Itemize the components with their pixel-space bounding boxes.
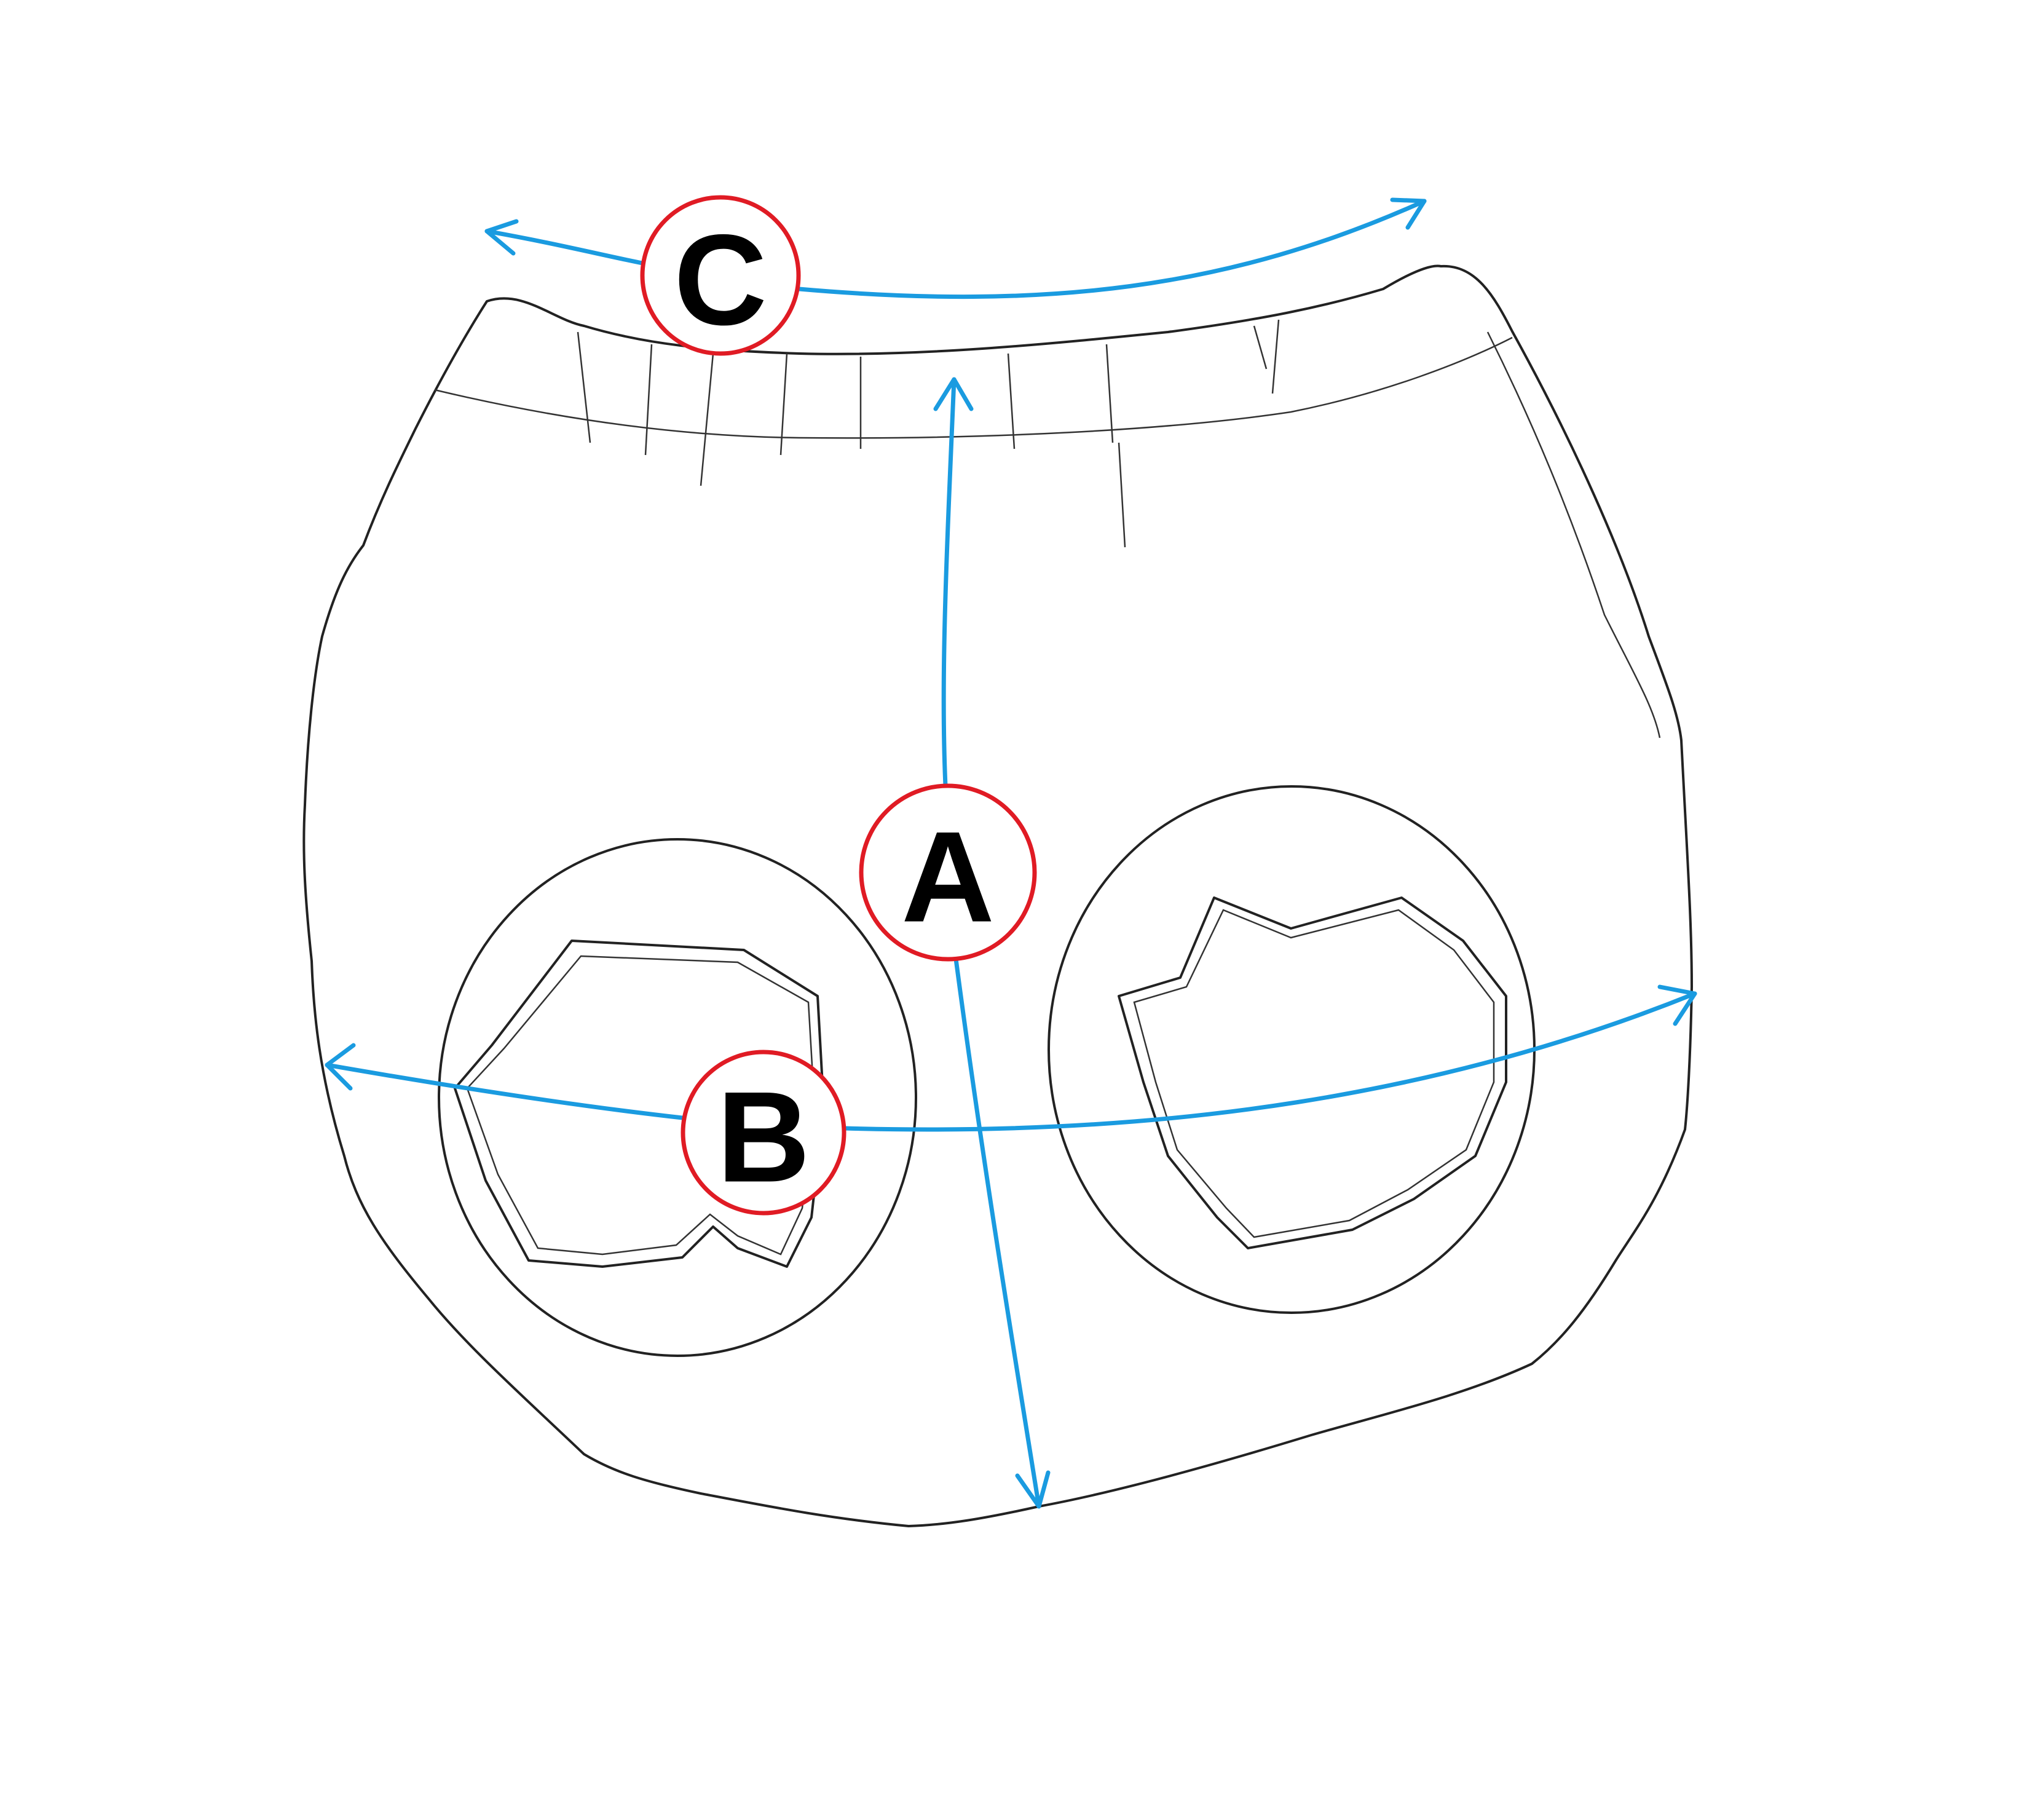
measurement-arrow-a [933,377,1051,1509]
label-b: B [717,1065,810,1209]
garment-outline [302,264,1693,1527]
badge-b: B [681,1050,846,1216]
badge-c: C [640,195,801,356]
right-leg-opening [1048,785,1536,1314]
label-c: C [674,208,767,352]
badge-a: A [859,783,1037,962]
measurement-arrow-b [325,984,1697,1132]
left-leg-opening [438,838,917,1357]
measurement-arrow-c [484,197,1427,299]
label-a: A [901,805,995,949]
